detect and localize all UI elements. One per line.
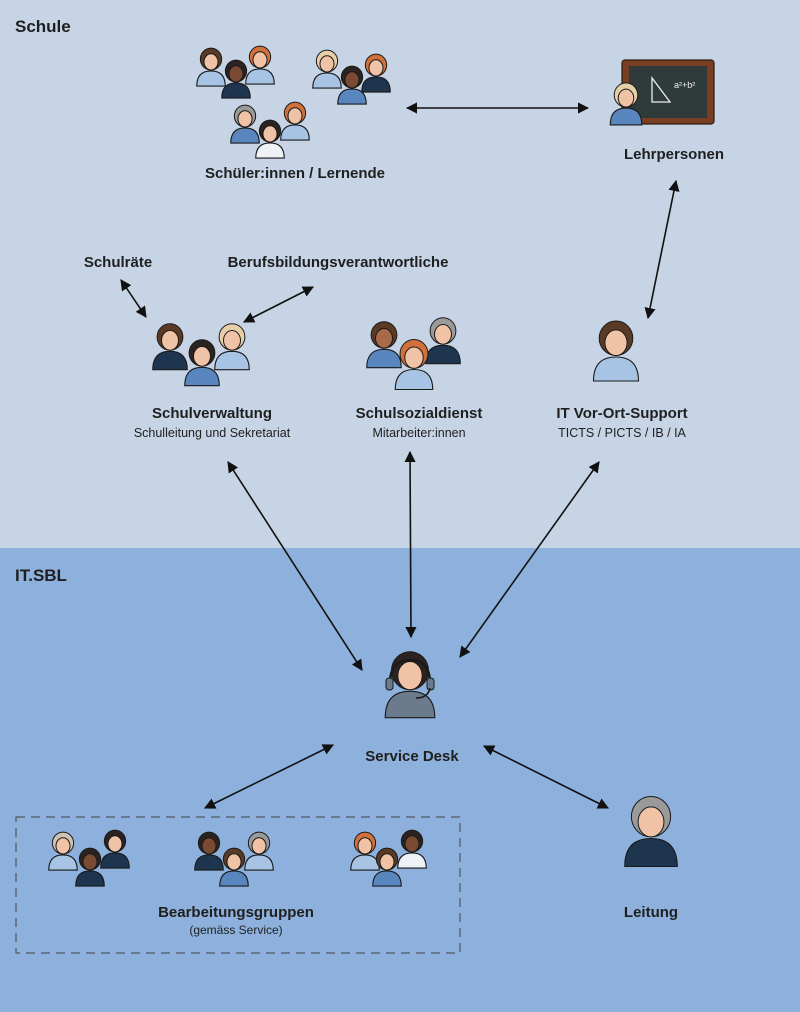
node-schulraete: Schulräte: [84, 254, 152, 271]
admin-staff: [214, 323, 250, 371]
node-bearbeitung: Bearbeitungsgruppen (gemäss Service): [158, 904, 314, 937]
team-member: [100, 829, 130, 869]
node-bearbeitung-subtitle: (gemäss Service): [189, 923, 283, 937]
team-member: [194, 831, 224, 871]
team-member: [397, 829, 427, 869]
node-schulraete-title: Schulräte: [83, 254, 153, 271]
zone-title-itsbl: IT.SBL: [15, 566, 67, 585]
team-member: [372, 847, 402, 887]
connector-arrows: [120, 102, 680, 809]
node-vorort-subtitle: TICTS / PICTS / IB / IA: [558, 426, 686, 440]
student: [255, 119, 285, 159]
student: [337, 65, 367, 105]
node-berufsbildung-title: Berufsbildungsverantwortliche: [227, 254, 449, 271]
headset-icon: [385, 658, 435, 699]
team-member: [48, 831, 78, 871]
node-schueler: Schüler:innen / Lernende: [205, 165, 385, 182]
student: [245, 45, 275, 85]
arrow-schulraete-verwaltung: [120, 279, 147, 318]
node-schulsozialdienst-subtitle: Mitarbeiter:innen: [372, 426, 466, 440]
node-schulsozialdienst-title: Schulsozialdienst: [355, 405, 483, 422]
arrow-lehrpersonen-vorort: [644, 179, 680, 320]
teacher: [609, 82, 643, 126]
people-illustrations: [48, 45, 678, 887]
admin-staff: [184, 339, 220, 387]
onsite-support: [592, 320, 640, 382]
node-leitung: Leitung: [624, 904, 678, 921]
student: [280, 101, 310, 141]
node-schulverwaltung-subtitle: Schulleitung und Sekretariat: [133, 426, 291, 440]
node-lehrpersonen: Lehrpersonen: [624, 146, 724, 163]
bearbeitungsgruppen-frame: [15, 816, 461, 954]
node-vorort: IT Vor-Ort-Support TICTS / PICTS / IB / …: [556, 405, 687, 440]
node-schueler-title: Schüler:innen / Lernende: [204, 165, 386, 182]
node-servicedesk: Service Desk: [365, 748, 458, 765]
node-vorort-title: IT Vor-Ort-Support: [556, 405, 688, 422]
node-servicedesk-title: Service Desk: [365, 748, 459, 765]
arrow-verwaltung-servicedesk: [227, 461, 363, 671]
student: [221, 59, 251, 99]
chalkboard-icon: a²+b²: [621, 59, 715, 125]
team-member: [219, 847, 249, 887]
team-member: [244, 831, 274, 871]
teacher-figure: [609, 82, 643, 126]
team-member: [350, 831, 380, 871]
student: [196, 47, 226, 87]
chalkboard-formula: a²+b²: [674, 80, 695, 90]
node-leitung-title: Leitung: [623, 904, 679, 921]
social-worker: [366, 321, 402, 369]
leitung-person: [624, 796, 678, 868]
student: [312, 49, 342, 89]
zone-itsbl: IT.SBL: [0, 548, 800, 1012]
zone-title-schule: Schule: [15, 17, 71, 36]
arrow-servicedesk-bearbeitung: [203, 744, 335, 809]
admin-staff: [152, 323, 188, 371]
student: [361, 53, 391, 93]
social-worker: [394, 339, 434, 391]
node-bearbeitung-title: Bearbeitungsgruppen: [158, 904, 314, 921]
node-schulverwaltung-title: Schulverwaltung: [151, 405, 273, 422]
arrow-sozialdienst-servicedesk: [404, 450, 417, 639]
student: [230, 104, 260, 144]
team-member: [75, 847, 105, 887]
node-schulsozialdienst: Schulsozialdienst Mitarbeiter:innen: [356, 405, 483, 440]
arrow-berufsbildung-verwaltung: [243, 286, 314, 323]
node-schulverwaltung: Schulverwaltung Schulleitung und Sekreta…: [134, 405, 290, 440]
social-worker: [425, 317, 461, 365]
node-berufsbildung: Berufsbildungsverantwortliche: [228, 254, 449, 271]
arrow-servicedesk-leitung: [482, 745, 610, 809]
arrow-vorort-servicedesk: [459, 461, 600, 658]
node-lehrpersonen-title: Lehrpersonen: [623, 146, 725, 163]
